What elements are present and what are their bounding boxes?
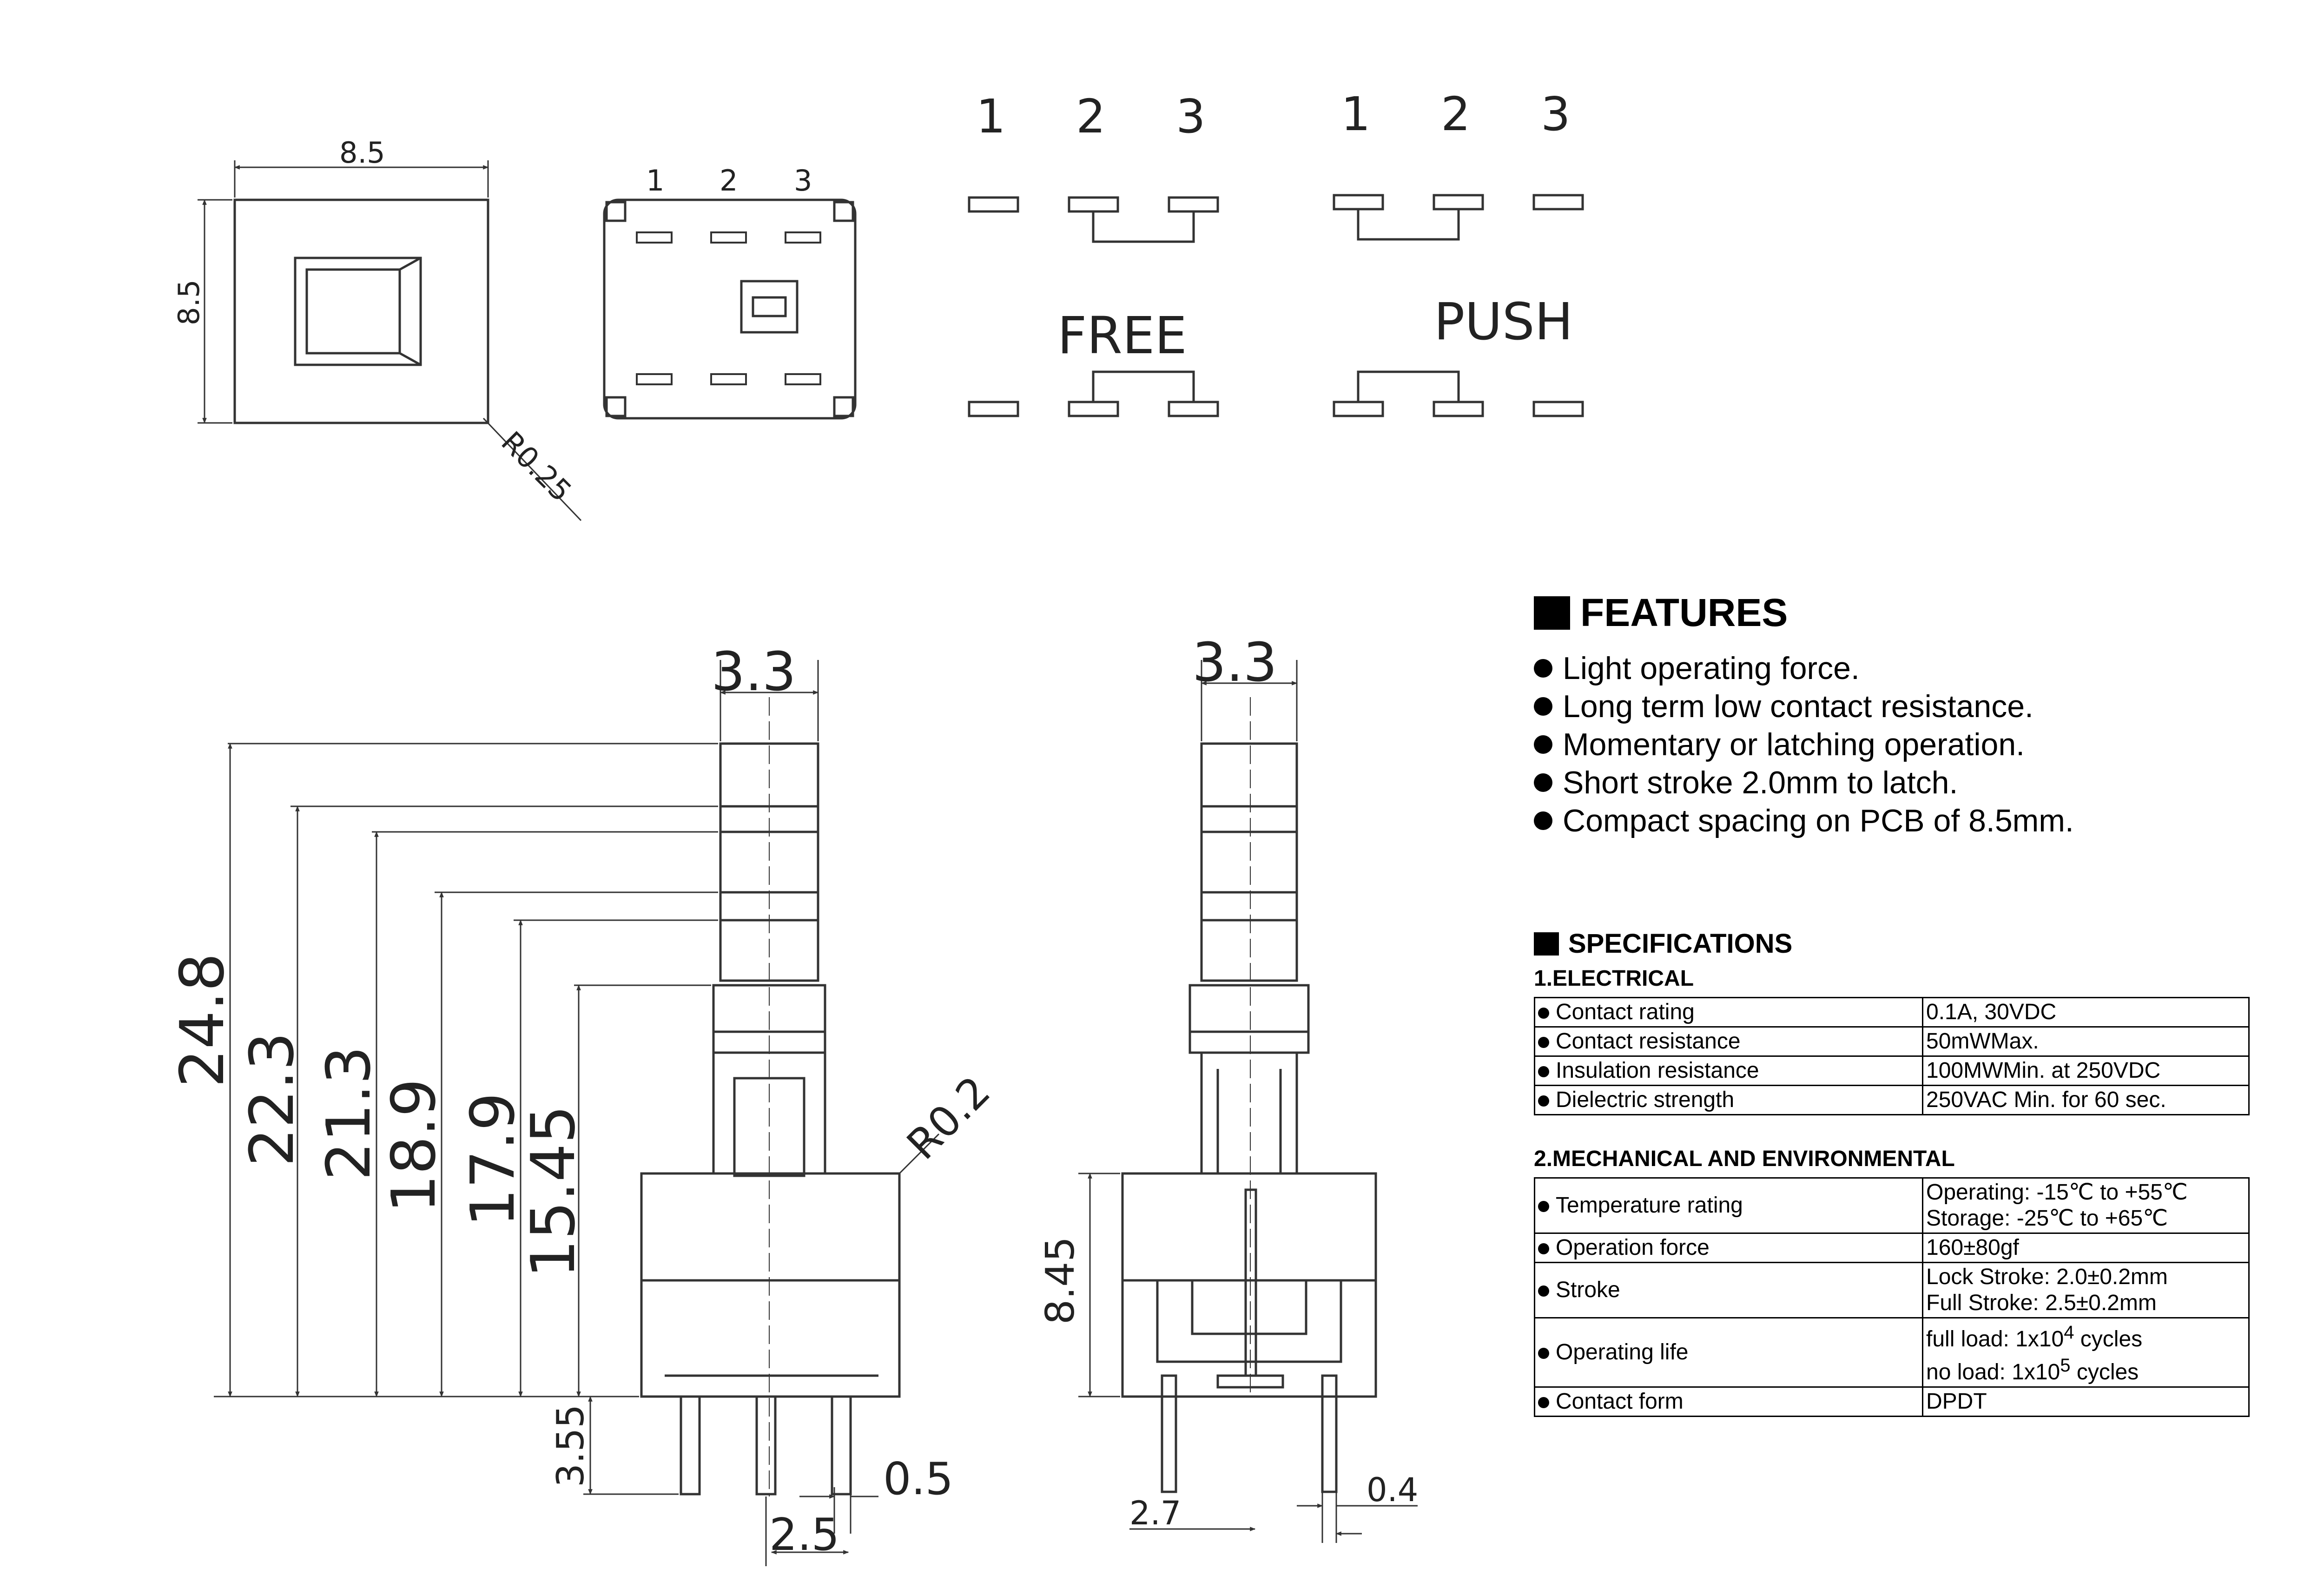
specifications-square-icon (1534, 932, 1559, 956)
bullet-icon (1538, 1285, 1549, 1297)
feature-item: Long term low contact resistance. (1534, 687, 2278, 725)
front-view (640, 697, 901, 1496)
spec-name: Stroke (1556, 1278, 1620, 1302)
mechanical-table: Temperature rating Operating: -15℃ to +5… (1534, 1177, 2250, 1417)
front-view-radius-label: R0.2 (898, 1067, 1000, 1169)
table-row: Temperature rating Operating: -15℃ to +5… (1534, 1177, 2250, 1234)
side-view-dimensions (1078, 660, 1418, 1543)
spec-name: Operation force (1556, 1235, 1710, 1260)
pin-2-label: 2 (720, 164, 738, 198)
top-view-radius-label: R0.25 (495, 425, 578, 508)
side-view (1121, 697, 1377, 1493)
schematic-push-label: PUSH (1434, 292, 1573, 351)
bullet-icon (1534, 735, 1552, 754)
side-view-body-height-label: 8.45 (1037, 1237, 1083, 1325)
spec-value: 250VAC Min. for 60 sec. (1922, 1085, 2250, 1115)
table-row: Dielectric strength 250VAC Min. for 60 s… (1534, 1085, 2250, 1115)
bullet-icon (1538, 1243, 1549, 1255)
top-view-width-label: 8.5 (339, 136, 385, 170)
schematic-free-label: FREE (1057, 306, 1187, 365)
features-square-icon (1534, 596, 1570, 630)
spec-value: 50mWMax. (1922, 1026, 2250, 1057)
bullet-icon (1534, 811, 1552, 830)
bullet-icon (1538, 1008, 1549, 1019)
info-panel: FEATURES Light operating force. Long ter… (1534, 590, 2278, 1417)
feature-item: Compact spacing on PCB of 8.5mm. (1534, 802, 2278, 840)
feature-item: Light operating force. (1534, 649, 2278, 687)
bullet-icon (1538, 1397, 1549, 1409)
front-view-height-21-3: 21.3 (313, 1046, 384, 1180)
table-row: Contact form DPDT (1534, 1386, 2250, 1417)
table-row: Stroke Lock Stroke: 2.0±0.2mm Full Strok… (1534, 1262, 2250, 1318)
table-row: Insulation resistance 100MWMin. at 250VD… (1534, 1055, 2250, 1086)
spec-value: Lock Stroke: 2.0±0.2mm Full Stroke: 2.5±… (1922, 1262, 2250, 1318)
bullet-icon (1538, 1348, 1549, 1359)
front-view-pin-pitch-label: 2.5 (769, 1509, 839, 1561)
side-view-pin-thickness-label: 0.4 (1367, 1471, 1418, 1509)
spec-name: Temperature rating (1556, 1193, 1743, 1218)
spec-name: Contact rating (1556, 1000, 1695, 1024)
pin-layout-view (603, 198, 857, 420)
feature-item: Short stroke 2.0mm to latch. (1534, 764, 2278, 802)
spec-name: Contact resistance (1556, 1029, 1741, 1054)
features-heading: FEATURES (1534, 590, 2278, 635)
front-view-height-24-8: 24.8 (167, 953, 238, 1088)
schematic-free-pin-1: 1 (976, 89, 1006, 144)
bullet-icon (1538, 1095, 1549, 1107)
front-view-pin-thickness-label: 0.5 (883, 1454, 953, 1505)
front-view-pin-length-label: 3.55 (549, 1404, 592, 1487)
top-view (198, 160, 582, 521)
schematic-push-pin-3: 3 (1541, 87, 1571, 141)
spec-value: 0.1A, 30VDC (1922, 997, 2250, 1028)
bullet-icon (1538, 1037, 1549, 1048)
schematic-push-pin-1: 1 (1341, 87, 1371, 141)
bullet-icon (1538, 1066, 1549, 1078)
spec-value: DPDT (1922, 1386, 2250, 1417)
schematic-push (1333, 194, 1584, 417)
top-view-height-label: 8.5 (172, 279, 206, 325)
specifications-heading: SPECIFICATIONS (1534, 928, 2278, 959)
front-view-height-18-9: 18.9 (378, 1079, 449, 1213)
side-view-top-width-label: 3.3 (1192, 632, 1277, 694)
spec-value: full load: 1x104 cycles no load: 1x105 c… (1922, 1317, 2250, 1388)
top-view-body (233, 198, 489, 424)
electrical-table: Contact rating 0.1A, 30VDC Contact resis… (1534, 997, 2250, 1115)
schematic-free-pin-2: 2 (1076, 89, 1106, 144)
top-view-button (294, 257, 422, 366)
schematic-free-pin-3: 3 (1176, 89, 1206, 144)
spec-value: 100MWMin. at 250VDC (1922, 1055, 2250, 1086)
pin-3-label: 3 (794, 164, 812, 198)
pin-layout-pads (636, 231, 821, 385)
features-list: Light operating force. Long term low con… (1534, 649, 2278, 840)
table-row: Contact resistance 50mWMax. (1534, 1026, 2250, 1057)
schematic-push-pin-2: 2 (1441, 87, 1471, 141)
bullet-icon (1538, 1201, 1549, 1213)
specifications-title-text: SPECIFICATIONS (1568, 929, 1793, 959)
mechanical-section-title: 2.MECHANICAL AND ENVIRONMENTAL (1534, 1147, 1955, 1171)
bullet-icon (1534, 773, 1552, 792)
table-row: Contact rating 0.1A, 30VDC (1534, 997, 2250, 1028)
spec-name: Insulation resistance (1556, 1058, 1759, 1083)
spec-value: 160±80gf (1922, 1232, 2250, 1263)
table-row: Operation force 160±80gf (1534, 1232, 2250, 1263)
electrical-section-title: 1.ELECTRICAL (1534, 966, 1694, 991)
feature-item: Momentary or latching operation. (1534, 725, 2278, 764)
side-view-pin-spacing-label: 2.7 (1129, 1494, 1181, 1532)
front-view-height-22-3: 22.3 (237, 1032, 307, 1167)
bullet-icon (1534, 697, 1552, 716)
features-title-text: FEATURES (1580, 591, 1788, 634)
bullet-icon (1534, 659, 1552, 678)
front-view-height-15-45: 15.45 (518, 1105, 588, 1278)
schematic-free (968, 196, 1219, 417)
front-view-dimensions (214, 660, 940, 1566)
spec-value: Operating: -15℃ to +55℃ Storage: -25℃ to… (1922, 1177, 2250, 1234)
pin-1-label: 1 (646, 164, 664, 198)
front-view-height-17-9: 17.9 (457, 1093, 528, 1227)
spec-name: Dielectric strength (1556, 1088, 1735, 1112)
spec-name: Contact form (1556, 1389, 1684, 1414)
table-row: Operating life full load: 1x104 cycles n… (1534, 1317, 2250, 1388)
spec-name: Operating life (1556, 1340, 1689, 1364)
front-view-top-width-label: 3.3 (711, 641, 796, 703)
